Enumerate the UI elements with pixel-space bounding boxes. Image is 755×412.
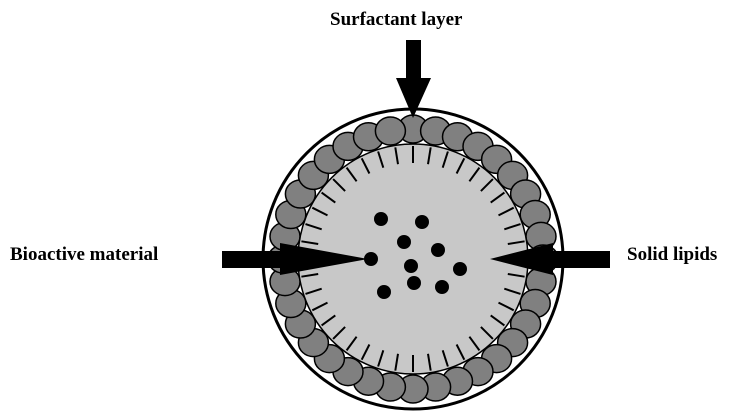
lipid-tail (490, 191, 505, 204)
lipid-tail (321, 314, 336, 327)
lipid-tail (360, 157, 371, 174)
lipid-tail (503, 287, 521, 295)
bioactive-dot (415, 215, 429, 229)
arrow-right-icon (222, 243, 368, 275)
lipid-tail (377, 349, 385, 367)
lipid-tail (498, 206, 515, 217)
lipid-tail (394, 353, 399, 371)
bioactive-dot (453, 262, 467, 276)
bioactive-dot (364, 252, 378, 266)
lipid-tail (498, 301, 515, 312)
lipid-tail (394, 147, 399, 165)
lipid-tail (480, 326, 494, 340)
lipid-tail (311, 206, 328, 217)
lipid-tail (360, 344, 371, 361)
bioactive-dots (364, 212, 467, 299)
lipid-tail (332, 326, 346, 340)
lipid-tail (345, 167, 358, 182)
lipid-tail (332, 178, 346, 192)
lipid-tail (345, 336, 358, 351)
lipid-tail (468, 167, 481, 182)
lipid-tail (441, 349, 449, 367)
lipid-tail (311, 301, 328, 312)
lipid-tail (490, 314, 505, 327)
lipid-tail (455, 344, 466, 361)
lipid-tail (480, 178, 494, 192)
bioactive-dot (374, 212, 388, 226)
bioactive-dot (431, 243, 445, 257)
lipid-tail (377, 151, 385, 169)
solid-lipids-label: Solid lipids (627, 244, 718, 265)
bioactive-dot (397, 235, 411, 249)
lipid-tail (441, 151, 449, 169)
arrow-down-icon (396, 40, 431, 118)
bioactive-material-label: Bioactive material (10, 244, 159, 265)
surfactant-layer-label: Surfactant layer (330, 9, 463, 30)
lipid-tail (503, 223, 521, 231)
arrow-left-icon (490, 243, 610, 275)
bioactive-dot (407, 276, 421, 290)
bioactive-dot (377, 285, 391, 299)
lipid-tail (305, 223, 323, 231)
lipid-tail (305, 287, 323, 295)
surfactant-bead (374, 116, 407, 146)
lipid-tail (427, 147, 432, 165)
lipid-tail (455, 157, 466, 174)
surfactant-beads (267, 114, 559, 404)
lipid-tail (507, 240, 525, 245)
lipid-tail (427, 353, 432, 371)
bioactive-dot (435, 280, 449, 294)
lipid-tail (468, 336, 481, 351)
lipid-tail (301, 240, 319, 245)
bioactive-dot (404, 259, 418, 273)
lipid-tail (321, 191, 336, 204)
lipid-nanoparticle (261, 107, 565, 411)
lipid-tail (301, 273, 319, 278)
lipid-tail (507, 273, 525, 278)
